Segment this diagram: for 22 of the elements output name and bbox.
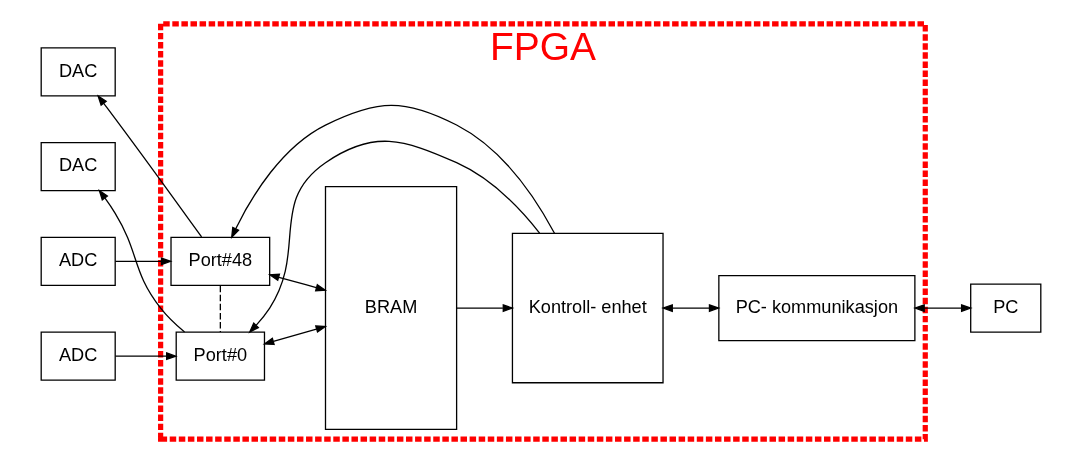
node-box: PC- kommunikasjon (717, 275, 916, 342)
arrow (114, 352, 178, 361)
node-box: PC (969, 283, 1041, 333)
node-box: ADC (40, 331, 116, 381)
node-box: ADC (40, 236, 116, 287)
arrow (455, 304, 514, 313)
arrow (96, 94, 202, 238)
arrow (97, 189, 185, 333)
node-box: BRAM (324, 186, 457, 431)
arrow (912, 304, 973, 313)
node-box: Kontroll- enhet (511, 232, 664, 384)
arrow (660, 304, 720, 313)
node-box: DAC (40, 141, 116, 192)
node-box: DAC (40, 47, 116, 97)
arrow (262, 325, 327, 346)
arrow (267, 273, 327, 292)
arrow (247, 140, 540, 334)
node-box: Port#48 (169, 236, 270, 287)
node-box: Port#0 (175, 331, 265, 381)
arrow (230, 104, 555, 239)
arrow (114, 257, 173, 266)
connector (219, 285, 221, 333)
